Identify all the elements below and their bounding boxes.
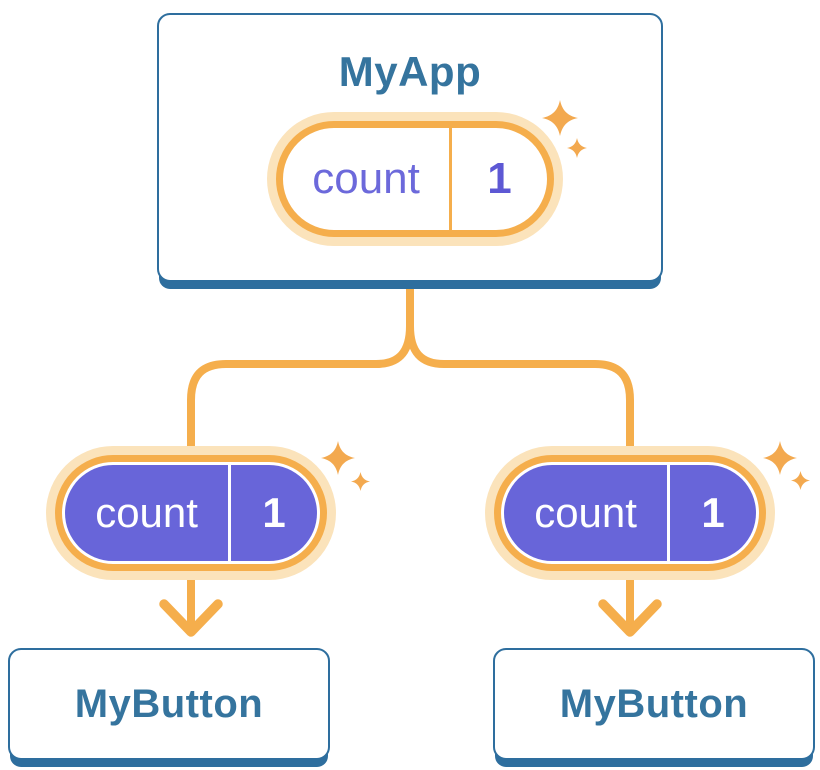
component-card-mybutton-left: MyButton bbox=[8, 648, 330, 760]
component-title: MyButton bbox=[74, 681, 264, 726]
pill-divider bbox=[449, 128, 453, 230]
sparkle-icon bbox=[791, 471, 810, 490]
fork-branch-left bbox=[187, 325, 414, 630]
state-key-label: count bbox=[504, 465, 668, 561]
component-card-mybutton-right: MyButton bbox=[493, 648, 815, 760]
state-key-label: count bbox=[65, 465, 229, 561]
state-key-label: count bbox=[312, 154, 420, 203]
arrow-down-icon bbox=[159, 599, 223, 637]
state-pill-child-left: count 1 bbox=[55, 455, 327, 571]
sparkle-icon bbox=[567, 138, 587, 158]
state-value-label: 1 bbox=[487, 154, 512, 203]
state-pill-root: count 1 bbox=[276, 121, 554, 237]
arrow-down-icon bbox=[598, 599, 662, 637]
fork-branch-right bbox=[406, 325, 634, 630]
state-value-label: 1 bbox=[231, 465, 317, 561]
state-value-label: 1 bbox=[670, 465, 756, 561]
sparkle-icon bbox=[321, 441, 355, 475]
state-pill-child-right: count 1 bbox=[494, 455, 766, 571]
sparkle-icon bbox=[763, 441, 797, 475]
component-title: MyApp bbox=[338, 48, 482, 95]
component-title: MyButton bbox=[559, 681, 749, 726]
sparkle-icon bbox=[351, 472, 370, 491]
sparkle-icon bbox=[542, 100, 578, 136]
